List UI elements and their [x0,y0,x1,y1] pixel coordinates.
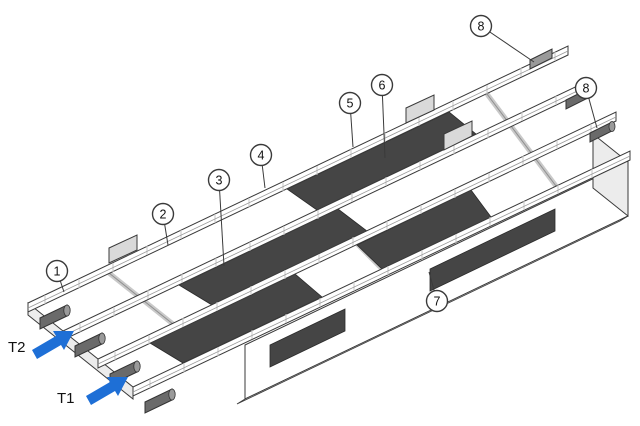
callout-5: 5 [338,91,362,148]
rail-body [97,111,617,369]
callout-number: 5 [347,97,354,111]
callout-number: 1 [54,265,61,279]
callout-circle [574,76,598,100]
conveyor-rails [27,45,631,397]
base-inset-panel [429,208,556,292]
callout-8: 8 [574,76,598,129]
mount-bracket [108,234,138,264]
rail-belt-line [97,116,617,365]
callout-number: 2 [160,208,167,222]
t1-label: T1 [57,390,75,407]
callout-circle [338,91,362,115]
mount-bracket [443,120,473,151]
callout-number: 8 [478,20,485,34]
t2-arrow [32,331,74,359]
cross-beam-edge [486,93,557,187]
callout-8: 8 [469,14,535,63]
callout-circle [45,259,69,283]
callout-number: 8 [583,82,590,96]
roller-cap [133,360,141,373]
callout-leader-line [218,179,225,267]
rail-body [27,45,569,313]
rail-belt-line [62,83,593,337]
callout-number: 3 [216,174,223,188]
callout-circle [425,289,449,313]
callout-6: 6 [370,73,394,159]
rail-body [132,150,631,397]
callout-number: 7 [434,295,441,309]
end-roller-block [529,48,553,70]
rail-1 [27,45,569,313]
roller-cap [168,388,176,401]
belt-panels [149,111,492,364]
callout-2: 2 [151,202,175,246]
callout-4: 4 [249,143,273,189]
callout-number: 6 [379,79,386,93]
callout-circle [151,202,175,226]
callout-circle [207,168,231,192]
roller-cap [608,121,616,132]
rail-4 [132,150,631,397]
mount-brackets [108,94,473,264]
callout-leader-line [381,84,386,159]
roller-cap [63,304,71,317]
rail-belt-line [27,50,569,309]
mount-bracket [405,94,435,124]
callout-circle [469,14,493,38]
callout-number: 4 [258,149,265,163]
callout-1: 1 [45,259,69,293]
base-inset-panel [269,308,346,368]
t1-arrow [86,377,128,405]
callout-circle [249,143,273,167]
t2-label: T2 [8,339,26,356]
lane-arrows: T2 T1 [8,331,128,407]
base-right-face [592,132,629,218]
rail-3 [97,111,617,369]
drive-roller [144,388,173,414]
callout-3: 3 [207,168,231,267]
callout-7: 7 [425,271,449,313]
callout-layer: 1 2 3 4 5 6 7 8 8 [45,14,598,313]
callout-circle [370,73,394,97]
rail-belt-line [132,155,631,393]
roller-cap [98,332,106,345]
